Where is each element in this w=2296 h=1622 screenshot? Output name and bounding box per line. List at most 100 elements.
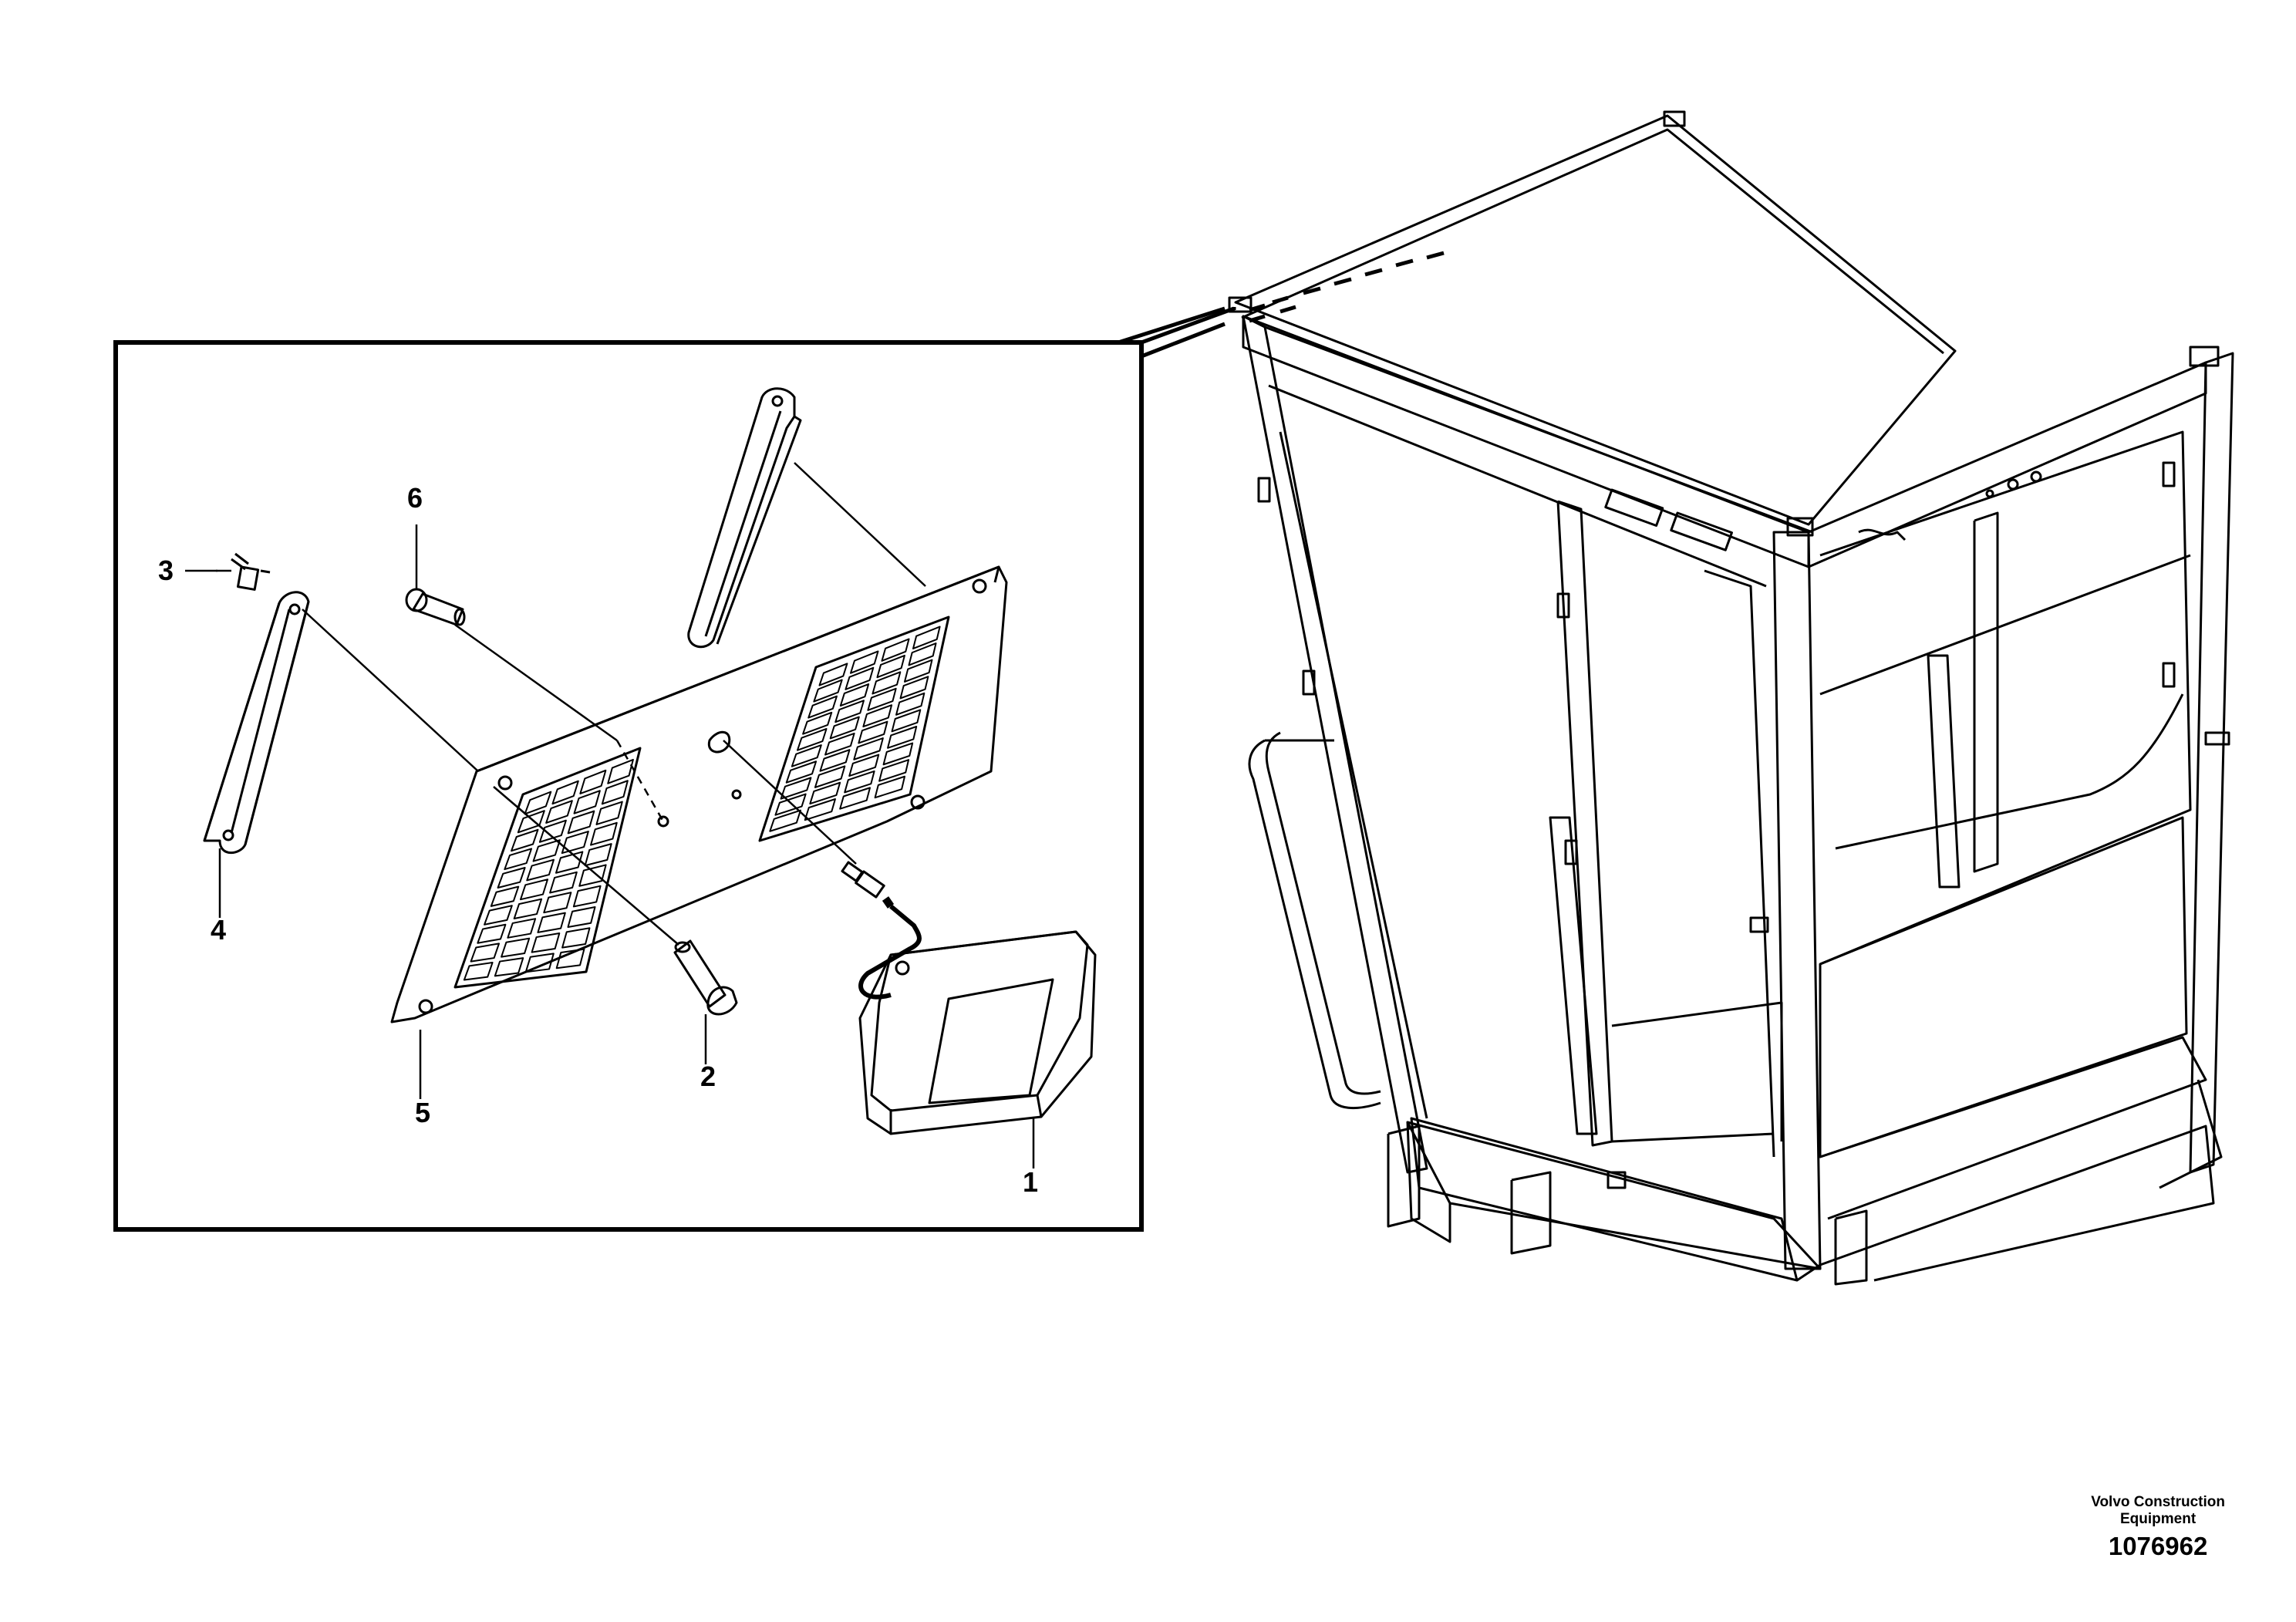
grille-cell	[532, 839, 561, 862]
grille-cell	[809, 781, 841, 805]
grille-cell	[590, 821, 618, 846]
grille-cell	[774, 793, 807, 816]
connector-clip	[231, 552, 271, 591]
cab-illustration	[1228, 110, 2234, 1286]
grille-cell	[578, 864, 607, 887]
grille-cell	[607, 758, 634, 784]
upper-bracket	[687, 387, 802, 649]
grille-cell	[848, 754, 880, 777]
grille-cell	[524, 953, 555, 973]
grille-cell	[463, 961, 494, 981]
grille-cell	[829, 716, 860, 740]
left-bracket	[203, 591, 310, 855]
grille-cell	[579, 769, 607, 794]
grille-cell	[561, 831, 589, 855]
grille-cell	[507, 918, 537, 939]
grille-cell	[497, 866, 526, 889]
callout-labels: 6 3 4 2 5 1	[158, 482, 1038, 1198]
callout-leaders	[185, 524, 1035, 1168]
grille-cell	[891, 709, 922, 733]
grille-cell	[814, 765, 846, 788]
grille-cell	[551, 780, 579, 805]
grille-cell	[531, 932, 561, 953]
assembly-lines	[302, 462, 926, 946]
document-number: 1076962	[2108, 1532, 2208, 1560]
grille-cell	[477, 923, 507, 944]
grille-cell	[501, 937, 531, 958]
grille-cell	[561, 927, 591, 949]
grille-cell	[912, 626, 941, 649]
grille-cell	[895, 692, 925, 716]
display-unit	[841, 861, 1097, 1135]
callout-5: 5	[415, 1097, 430, 1128]
grille-cell	[567, 810, 595, 835]
grille-cells-left	[463, 758, 634, 981]
bolt-bottom	[673, 939, 738, 1016]
grille-cell	[844, 770, 875, 794]
grille-cell	[824, 732, 855, 756]
grille-cell	[853, 737, 884, 760]
grille-cell	[555, 851, 584, 874]
callout-2: 2	[700, 1061, 716, 1092]
grille-cell	[867, 687, 897, 711]
callout-4: 4	[211, 914, 226, 946]
grille-cell	[543, 892, 572, 914]
grille-cell	[572, 885, 602, 908]
grille-cell	[555, 948, 585, 969]
detail-frame	[113, 306, 1236, 1232]
grille-cell	[874, 775, 905, 799]
grille-cell	[813, 679, 843, 703]
grille-cell	[504, 848, 533, 871]
pin-top	[405, 588, 466, 626]
grille-cell	[796, 727, 828, 751]
grille-cell	[484, 905, 513, 926]
grille-cell	[845, 666, 875, 690]
grille-cell	[807, 695, 838, 719]
grille-cell	[584, 843, 612, 867]
grille-cell	[494, 957, 524, 977]
grille-cell	[839, 683, 870, 707]
grille-cell	[537, 912, 566, 933]
grille-cell	[519, 878, 549, 901]
grille-cell	[791, 744, 822, 767]
grille-cell	[819, 749, 851, 772]
grille-cell	[549, 871, 578, 894]
grille-cell	[904, 659, 933, 683]
grille-cell	[818, 663, 848, 686]
grille-cell	[802, 711, 833, 735]
grille-cell	[887, 726, 918, 749]
grille-cell	[595, 801, 623, 825]
grille-cell	[804, 798, 836, 821]
grille-cells-right	[769, 626, 941, 832]
grille-cell	[601, 780, 629, 805]
grille-cell	[769, 809, 801, 832]
grille-cell	[850, 650, 879, 674]
grille-cell	[524, 791, 552, 815]
grille-cell	[872, 671, 902, 695]
grille-cell	[470, 943, 500, 963]
grille-cell	[862, 704, 893, 728]
grille-cell	[876, 654, 905, 679]
callout-6: 6	[407, 482, 423, 514]
grille-cell	[573, 790, 601, 814]
grille-cell	[839, 787, 871, 810]
grille-cell	[526, 858, 555, 882]
publisher-credit: Volvo Construction Equipment 1076962	[2091, 1494, 2225, 1562]
grille-cell	[834, 700, 865, 723]
grille-cell	[785, 760, 818, 784]
grille-cell	[878, 759, 910, 782]
grille-cell	[538, 819, 567, 843]
grille-cell	[545, 800, 573, 824]
brand-line-1: Volvo Construction	[2091, 1494, 2225, 1510]
grille-cell	[899, 676, 929, 700]
roof-markers	[1249, 251, 1445, 323]
grille-cell	[908, 642, 937, 666]
grille-cell	[511, 828, 539, 852]
grille-cell	[858, 720, 888, 744]
grille-cell	[882, 742, 914, 766]
callout-1: 1	[1023, 1166, 1038, 1198]
grille-cell	[490, 885, 520, 907]
detail-parts	[203, 387, 1097, 1135]
grille-cell	[567, 905, 596, 928]
